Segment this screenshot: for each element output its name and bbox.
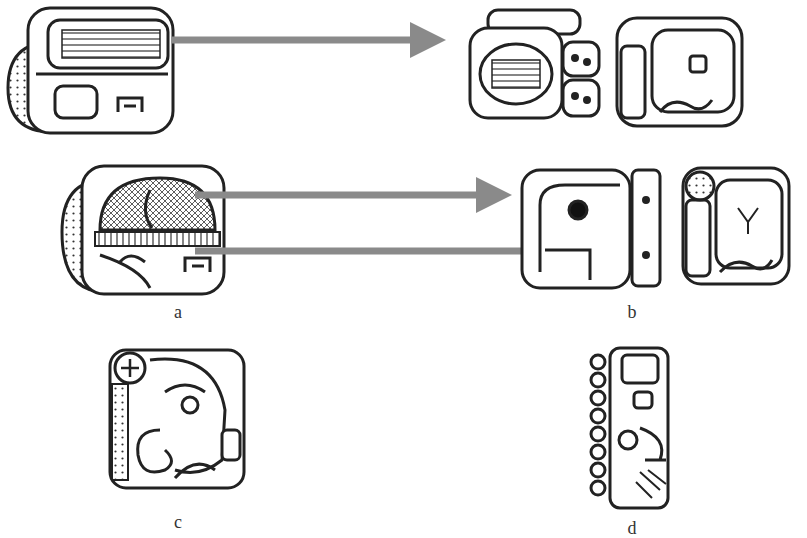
dot [585, 60, 590, 65]
bead [591, 481, 605, 495]
ear-disc [619, 431, 637, 449]
small-mark [738, 208, 758, 234]
ear [222, 430, 240, 460]
hatched-band [48, 20, 168, 68]
glyph-b-top-left [470, 10, 599, 118]
bead [591, 355, 605, 369]
chin [545, 250, 590, 280]
curl [660, 100, 712, 112]
teeth-band [95, 232, 220, 246]
arrow-head [476, 177, 512, 213]
arrow-head [410, 22, 446, 58]
hatching [62, 30, 160, 58]
glyph-b-middle-right [683, 168, 789, 284]
small-square [690, 56, 706, 72]
bead [591, 445, 605, 459]
jaw [100, 255, 150, 288]
glyph-b-middle-left [522, 170, 660, 288]
glyph-a-top [8, 8, 173, 133]
dotted-strip [112, 384, 128, 480]
dot [585, 98, 590, 103]
mouth [640, 428, 666, 460]
left-strip [686, 200, 710, 276]
figure-letter: d [628, 518, 637, 538]
bead [591, 391, 605, 405]
dotted-strip [632, 170, 660, 286]
main-sign [110, 350, 244, 488]
cross-roundel [115, 353, 145, 383]
inner-curve [540, 185, 620, 272]
bead [591, 373, 605, 387]
glyph-c [110, 350, 244, 488]
dot [644, 253, 649, 258]
eye-line [145, 190, 152, 228]
figure-letter: c [174, 512, 182, 533]
figure-letter: b [628, 302, 637, 323]
inner-frame [716, 180, 782, 268]
dot [573, 94, 578, 99]
bead [591, 427, 605, 441]
main-sign [82, 166, 224, 294]
dot [573, 56, 578, 61]
jaw-curl [175, 464, 215, 478]
bead [591, 463, 605, 477]
scroll [138, 430, 172, 472]
arrow-shaft [195, 192, 478, 199]
lower-element [55, 86, 97, 118]
arrow-shaft [172, 37, 412, 44]
black-dot [569, 201, 587, 219]
glyph-b-top-right [617, 18, 742, 126]
small-sign [563, 42, 599, 76]
small-sign [563, 80, 599, 116]
left-strip [621, 46, 645, 118]
bead [591, 409, 605, 423]
band-line [36, 73, 168, 76]
main-sign [610, 348, 668, 508]
top-knob [686, 172, 714, 200]
hatching [492, 60, 540, 88]
head-outline [150, 359, 225, 472]
main-sign [683, 168, 789, 284]
eye [634, 392, 652, 408]
main-sign [470, 28, 562, 118]
main-sign [617, 18, 742, 126]
curl [185, 258, 210, 272]
main-sign [28, 8, 173, 133]
hatched-oval [480, 44, 552, 104]
glyph-a-middle [62, 166, 224, 294]
brow [165, 385, 205, 392]
headdress [622, 355, 658, 383]
dot [644, 198, 649, 203]
main-sign [522, 170, 630, 288]
chin-hatching [636, 470, 666, 498]
figure-letter: a [174, 302, 182, 323]
glyph-d [591, 348, 668, 508]
inner-frame [652, 30, 734, 112]
curl [720, 260, 772, 272]
eye [182, 397, 198, 413]
cross-hatched-head [100, 178, 215, 230]
cross [121, 359, 139, 377]
curl [118, 98, 142, 112]
